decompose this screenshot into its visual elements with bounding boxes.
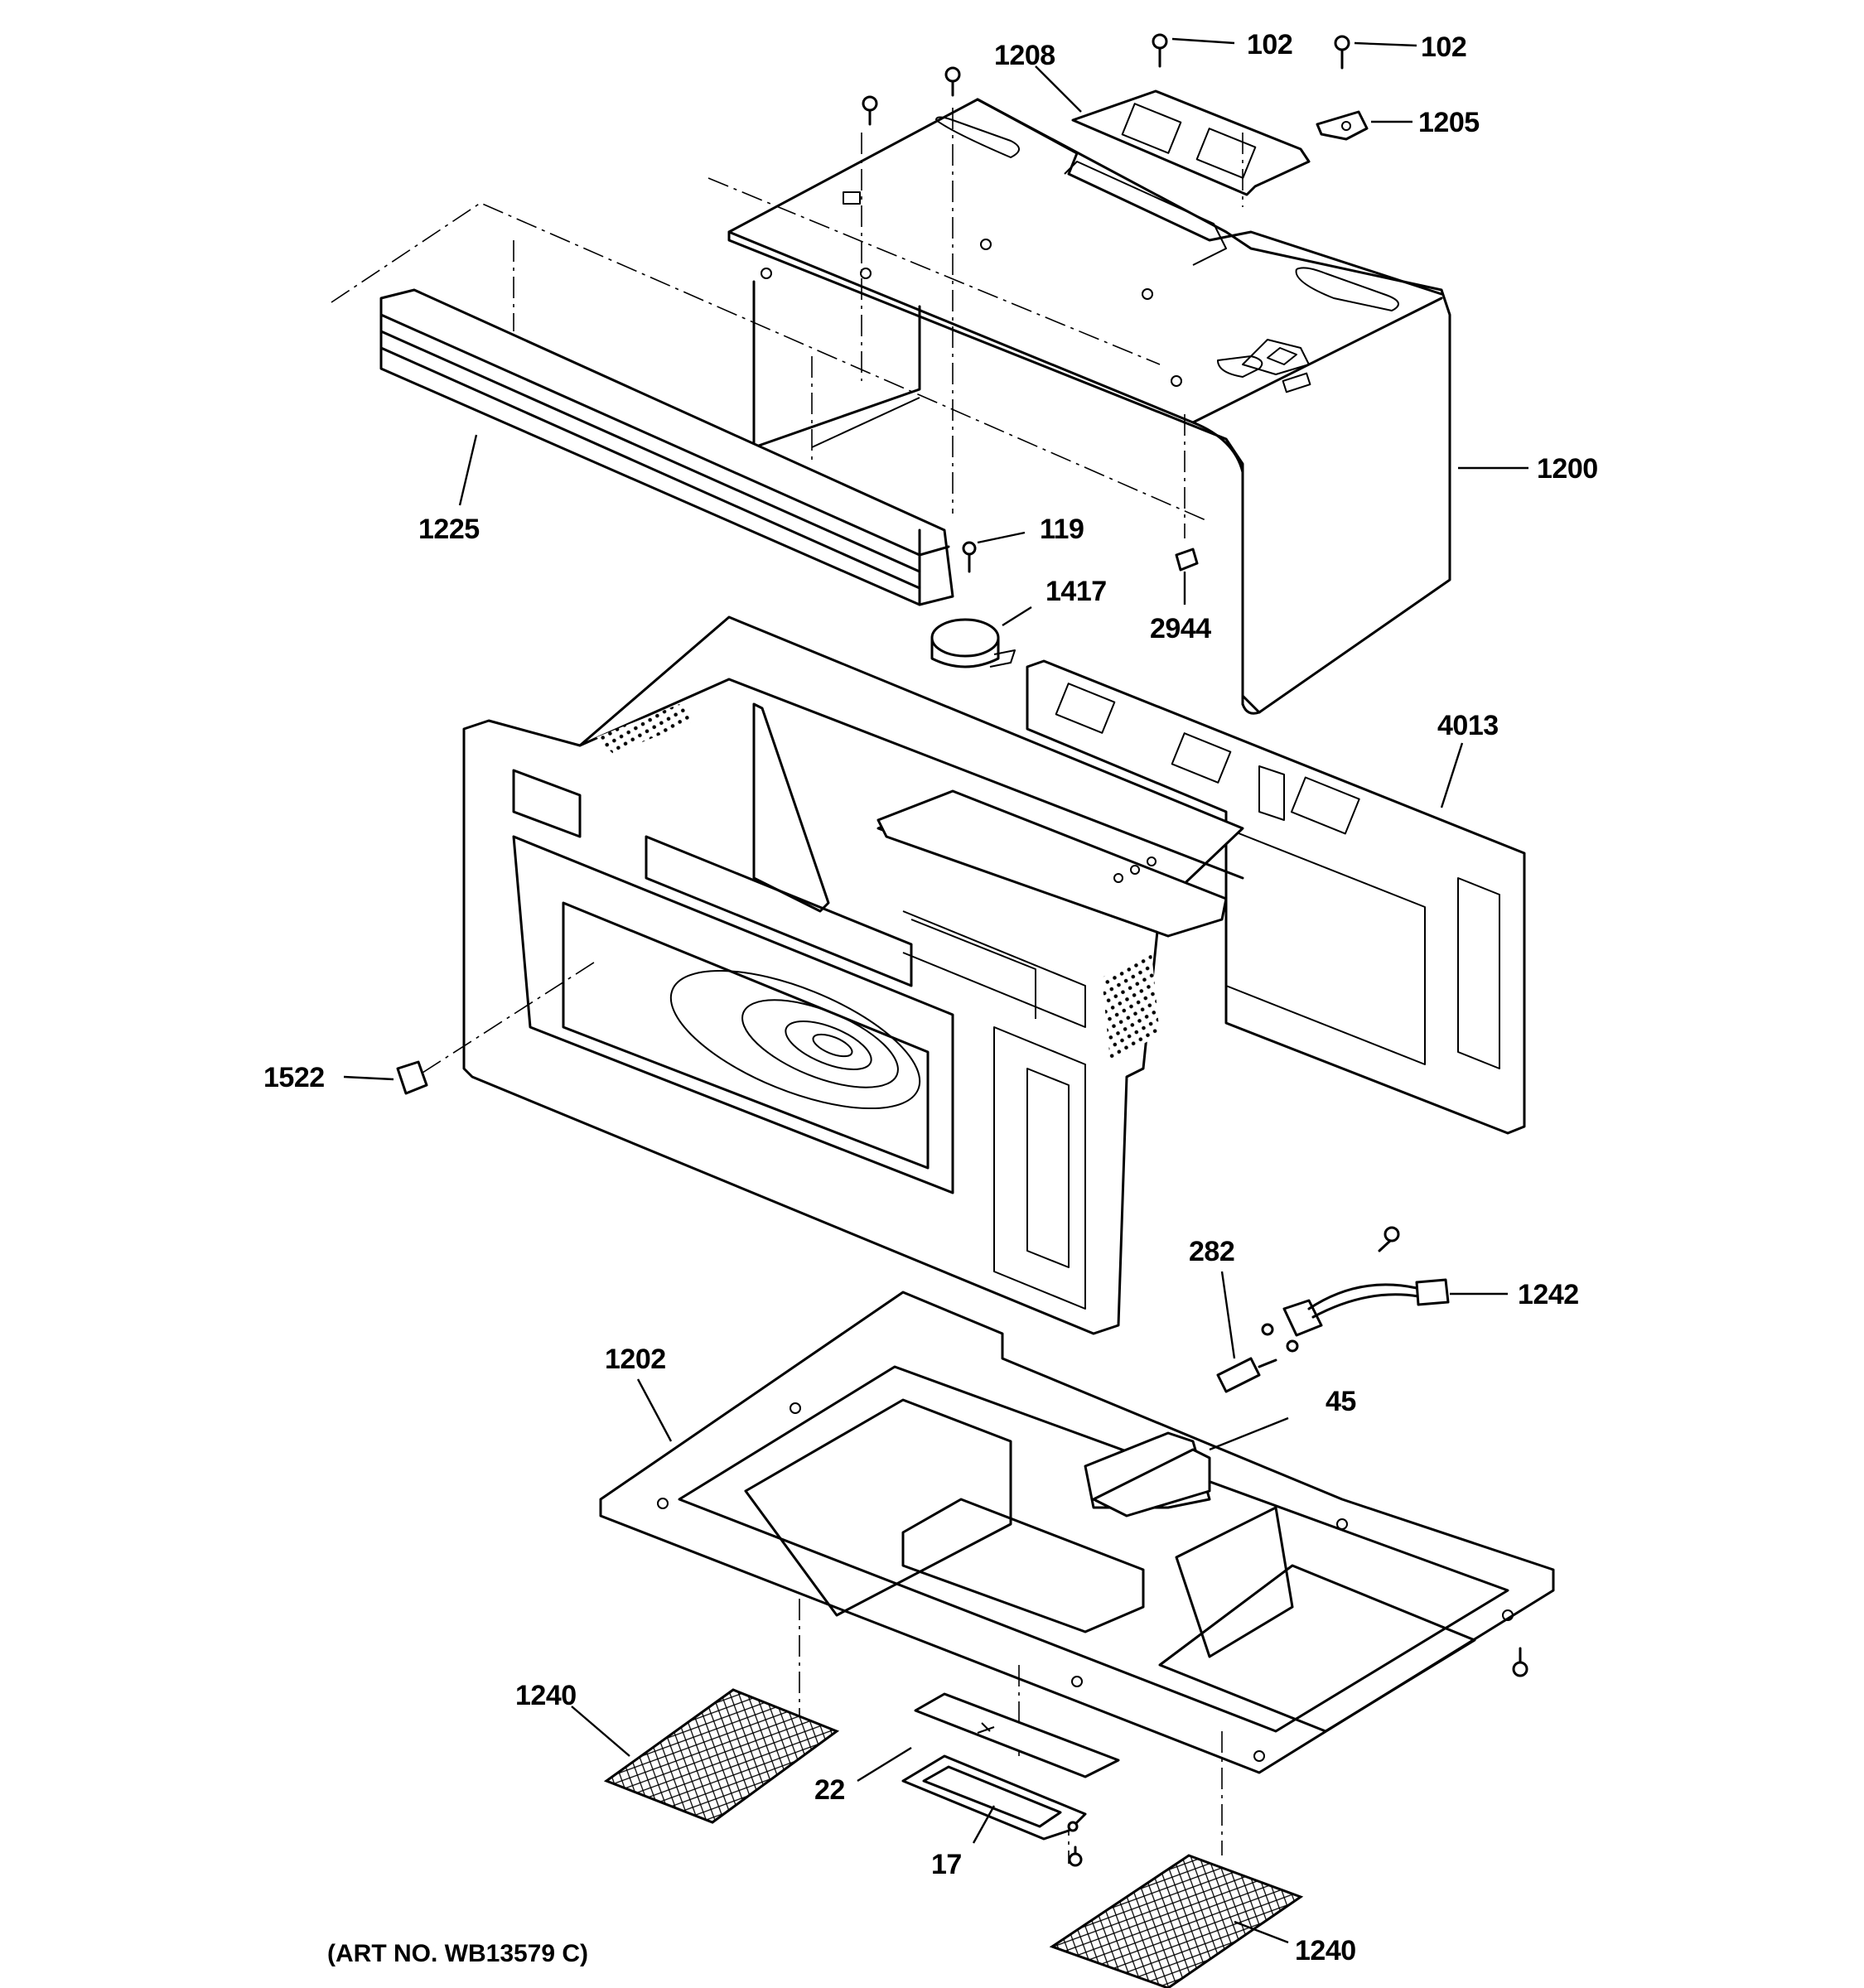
art-number: (ART NO. WB13579 C): [327, 1940, 588, 1967]
screw-plate-right: [1512, 1647, 1528, 1677]
screw-top-1: [862, 95, 878, 126]
callout-leaders: [343, 37, 1528, 1944]
light-lens-22: [914, 1692, 1120, 1778]
bracket-45: [1092, 1448, 1211, 1518]
callout-102-right: 102: [1421, 31, 1466, 63]
screw-lamp-frame: [1068, 1846, 1083, 1867]
wire-harness-1242: [1261, 1226, 1450, 1353]
callout-1522: 1522: [263, 1062, 325, 1093]
screw-top-2: [944, 66, 961, 97]
fuse-282: [1216, 1357, 1277, 1393]
alignment-line-1522: [422, 960, 597, 1074]
screw-119: [962, 541, 977, 573]
callout-1240-left: 1240: [515, 1680, 577, 1711]
latch-1522: [396, 1060, 428, 1095]
callout-1208: 1208: [994, 40, 1055, 71]
vent-grille-1225: [379, 288, 954, 606]
top-bracket-1208: [1064, 89, 1311, 266]
callout-1200: 1200: [1537, 453, 1598, 485]
filter-1240-left: [603, 1688, 840, 1824]
callout-1242: 1242: [1518, 1279, 1579, 1310]
lamp-frame-17: [901, 1754, 1087, 1841]
outer-case-1200: [727, 98, 1451, 715]
callout-119: 119: [1040, 514, 1084, 545]
callout-1225: 1225: [418, 514, 480, 545]
filter-1240-right: [1049, 1854, 1304, 1988]
thermal-cutout-1417: [930, 618, 1016, 668]
callout-labels: 1208 102 102 1205 1200 1225 119 1417 294…: [263, 29, 1598, 1967]
callout-1202: 1202: [605, 1344, 666, 1375]
screw-102-left: [1152, 33, 1168, 68]
alignment-lines-upper: [331, 108, 1243, 538]
bracket-1205: [1316, 110, 1369, 141]
callout-1417: 1417: [1045, 576, 1107, 607]
callout-22: 22: [814, 1774, 845, 1806]
callout-4013: 4013: [1437, 710, 1499, 741]
screw-102-right: [1334, 35, 1350, 70]
callout-1240-right: 1240: [1295, 1935, 1356, 1966]
oven-cavity: [462, 615, 1244, 1335]
callout-17: 17: [931, 1849, 962, 1880]
callout-2944: 2944: [1150, 613, 1211, 644]
callout-282: 282: [1189, 1236, 1234, 1267]
callout-102-left: 102: [1247, 29, 1292, 60]
clip-2944: [1175, 548, 1199, 572]
back-panel-4013: [1026, 659, 1526, 1135]
callout-45: 45: [1326, 1386, 1356, 1417]
callout-1205: 1205: [1418, 107, 1480, 138]
